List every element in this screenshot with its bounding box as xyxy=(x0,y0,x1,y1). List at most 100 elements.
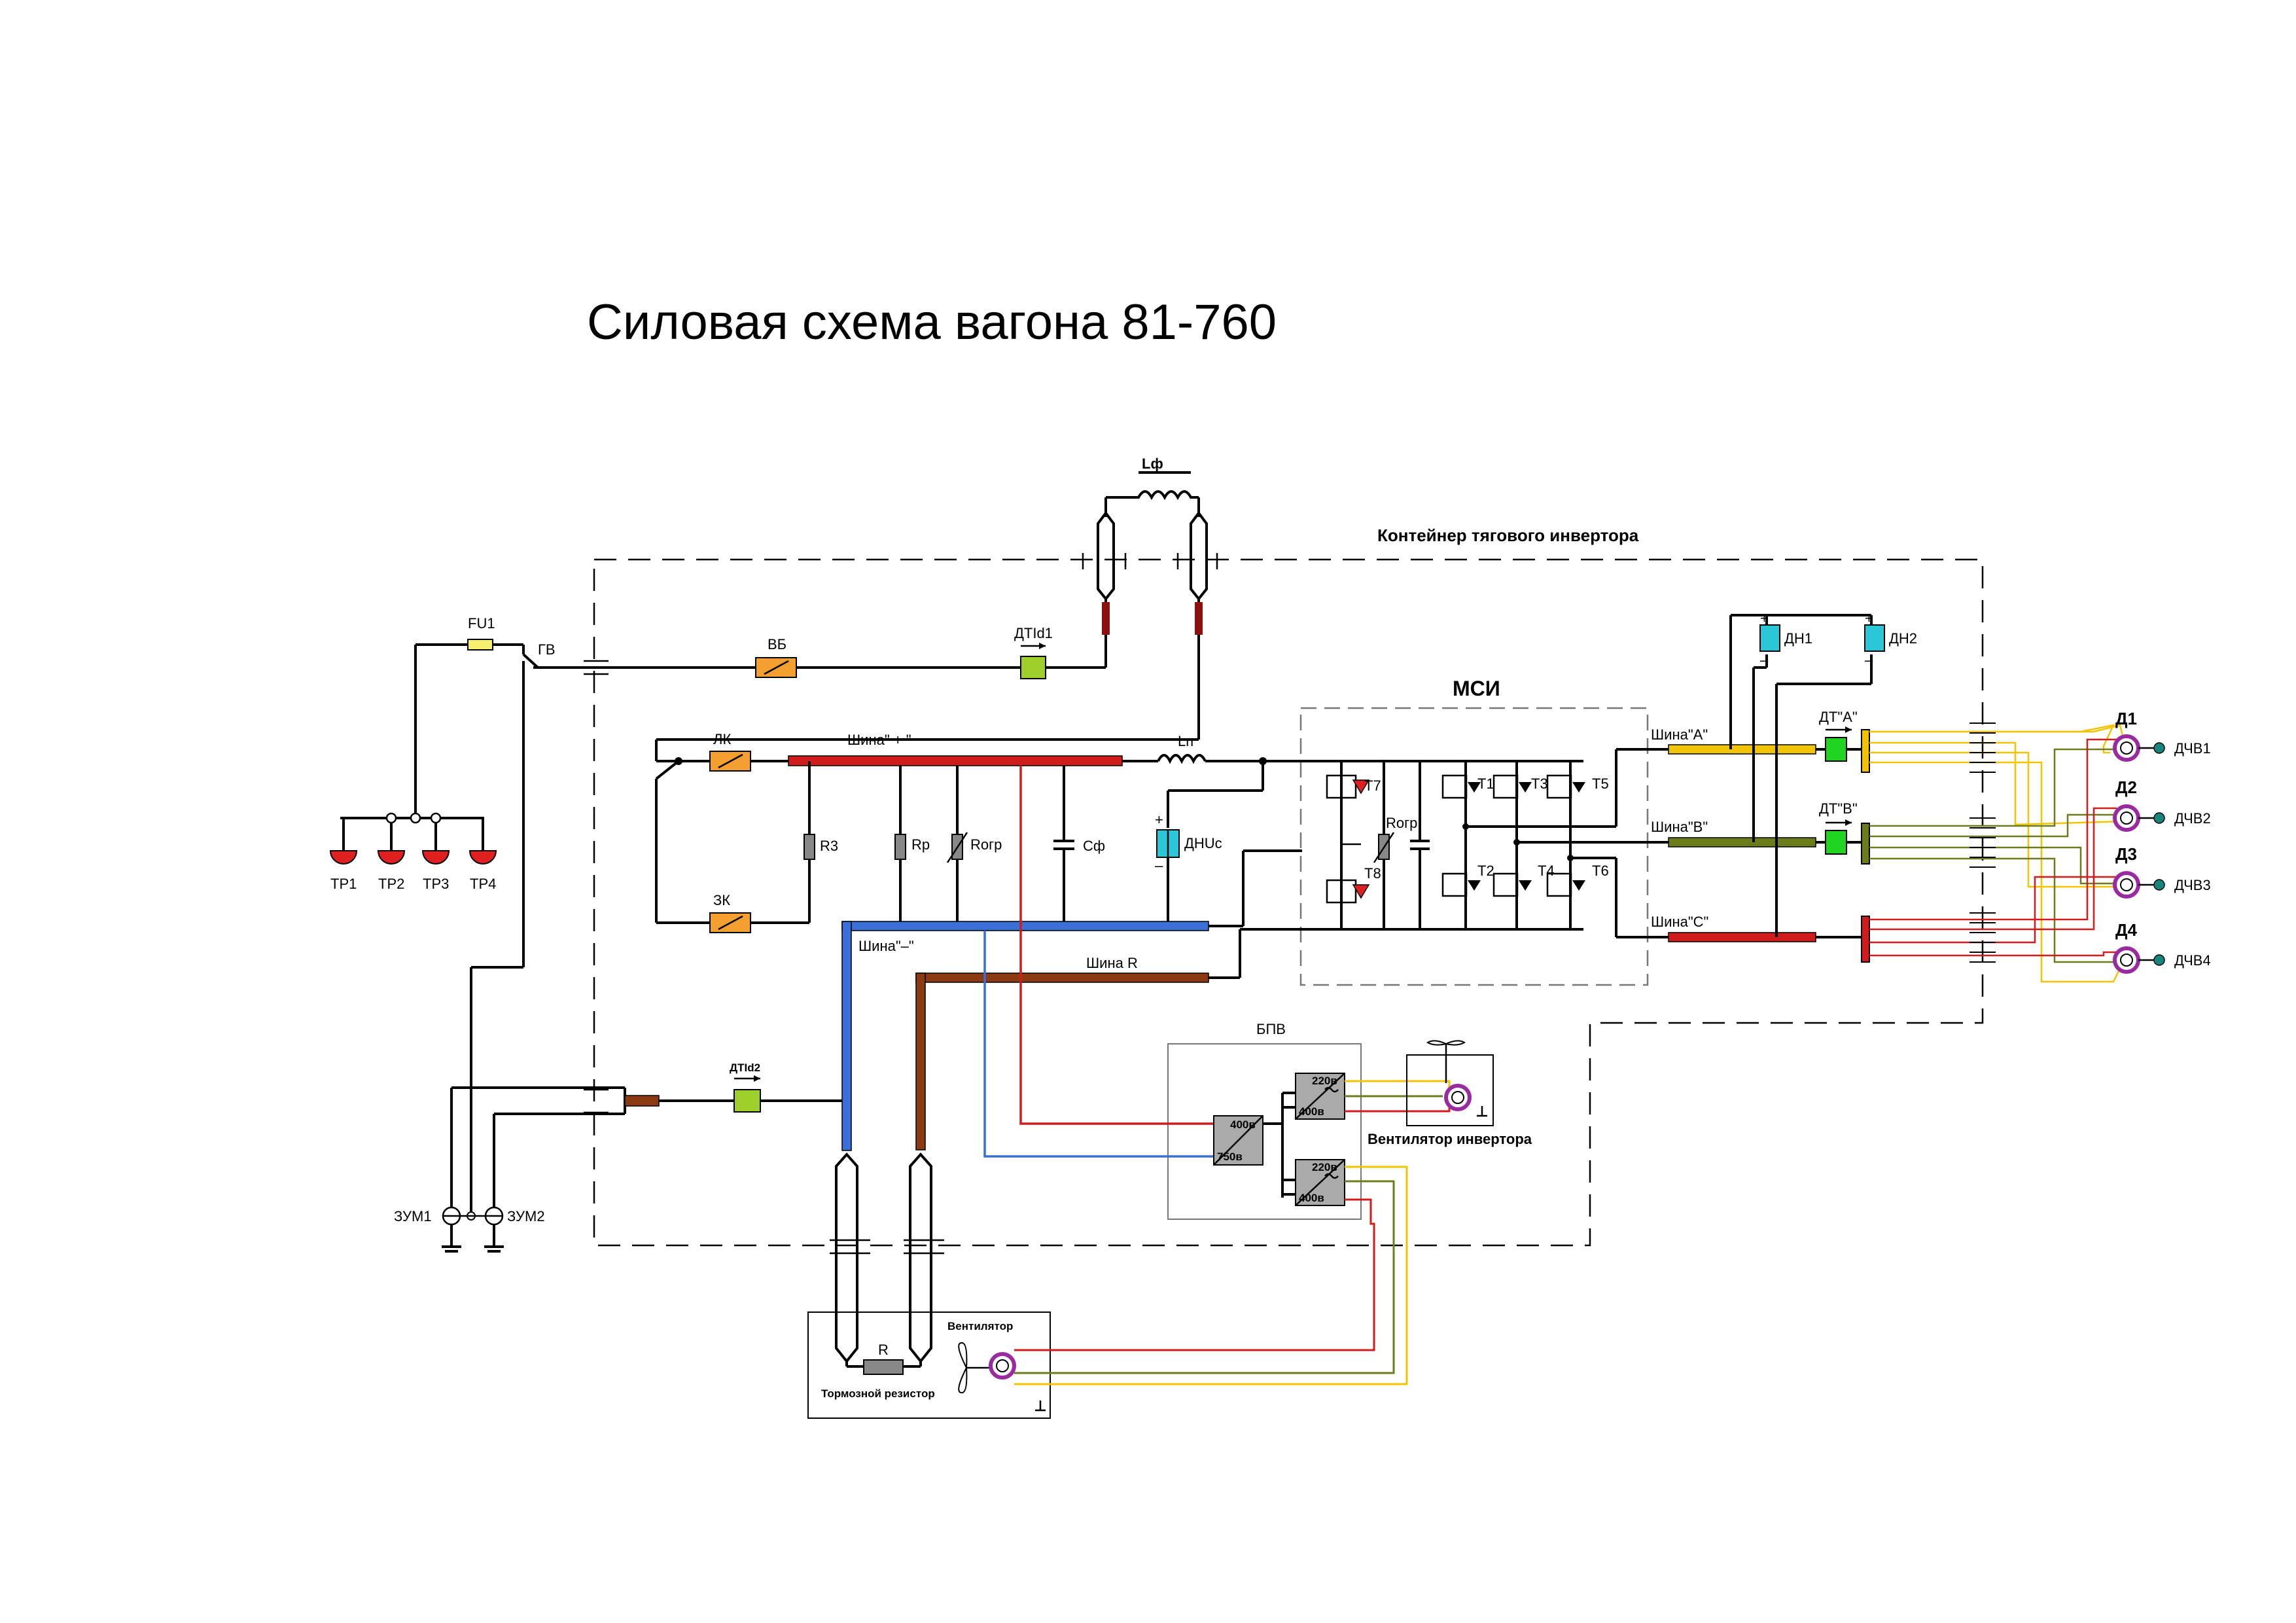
label-fan: Вентилятор xyxy=(947,1320,1013,1332)
label-t7: Т7 xyxy=(1364,777,1381,794)
brake-fan-icon xyxy=(958,1342,1046,1412)
label-d1: Д1 xyxy=(2115,709,2137,728)
label-dnuc: ДНUc xyxy=(1184,835,1222,851)
speed-sensor-dchv3 xyxy=(2153,879,2165,891)
label-rogr: Rогр xyxy=(970,836,1002,853)
label-v400b: 400в xyxy=(1299,1192,1324,1204)
distribution-block-a xyxy=(1861,729,1870,773)
label-v220a: 220в xyxy=(1312,1075,1337,1087)
label-dh1: ДН1 xyxy=(1784,630,1812,647)
label-dt-a: ДТ"А" xyxy=(1819,709,1858,725)
label-t5: Т5 xyxy=(1592,776,1609,792)
label-r-brake: R xyxy=(878,1342,889,1358)
collector-tr3 xyxy=(421,818,450,865)
collector-tr4 xyxy=(468,818,497,865)
label-bus-c: Шина"С" xyxy=(1651,914,1708,930)
label-bus-a: Шина"А" xyxy=(1651,726,1708,743)
bus-phase-b xyxy=(1668,837,1816,847)
motor-d1 xyxy=(2113,734,2165,762)
label-rogr2: Rогр xyxy=(1386,815,1417,831)
label-dchv4: ДЧВ4 xyxy=(2174,952,2211,969)
motor-d2 xyxy=(2113,804,2165,832)
wall-passthrough-top xyxy=(584,660,609,675)
label-vb: ВБ xyxy=(768,636,786,652)
motor-feeders xyxy=(1869,722,2125,983)
label-bpv: БПВ xyxy=(1256,1021,1286,1037)
motor-d4 xyxy=(2113,946,2165,974)
msi-label: МСИ xyxy=(1453,677,1500,700)
bpv-box xyxy=(1167,1043,1362,1220)
collector-tr2 xyxy=(377,818,406,865)
label-t3: Т3 xyxy=(1531,776,1548,792)
label-lk: ЛК xyxy=(713,731,731,747)
current-sensor-dt-a xyxy=(1825,737,1847,762)
label-dh2: ДН2 xyxy=(1889,630,1917,647)
label-r3: R3 xyxy=(820,838,838,854)
bus-phase-c xyxy=(1668,932,1816,942)
label-dtid1: ДТId1 xyxy=(1014,625,1053,641)
bus-r-vertical xyxy=(915,972,926,1150)
label-t8: Т8 xyxy=(1364,865,1381,882)
inverter-fan-icon xyxy=(1426,1040,1487,1117)
label-d4: Д4 xyxy=(2115,920,2138,940)
speed-sensor-dchv4 xyxy=(2153,954,2165,966)
dnuc-plus: + xyxy=(1155,812,1163,828)
bpv-wiring xyxy=(983,766,1296,1198)
bus-r xyxy=(915,972,1209,983)
label-bus-plus: Шина" + " xyxy=(847,732,911,748)
label-d3: Д3 xyxy=(2115,844,2137,864)
dh1-minus: – xyxy=(1760,652,1769,668)
label-cf: Сф xyxy=(1083,838,1105,854)
brake-resistor-box xyxy=(807,1311,1051,1419)
label-dtid2: ДТId2 xyxy=(730,1061,760,1074)
cable-termination-dtid2 xyxy=(624,1095,660,1107)
distribution-block-c xyxy=(1861,916,1870,963)
inverter-leg-a xyxy=(1441,761,1481,929)
msi-box xyxy=(1299,707,1649,986)
label-brake-resistor: Тормозной резистор xyxy=(821,1387,935,1400)
label-inverter-fan: Вентилятор инвертора xyxy=(1368,1131,1532,1147)
label-dt-b: ДТ"В" xyxy=(1819,800,1858,817)
container-label: Контейнер тягового инвертора xyxy=(1377,526,1639,545)
resistor-r3 xyxy=(804,834,815,860)
main-switch-gv xyxy=(470,645,1106,1217)
dnuc-minus: – xyxy=(1155,857,1163,874)
inverter-msi xyxy=(1326,761,1626,929)
label-d2: Д2 xyxy=(2115,777,2137,797)
current-sensor-dt-b xyxy=(1825,830,1847,855)
label-zk: ЗК xyxy=(713,892,730,908)
sensor-dtid2 xyxy=(733,1089,761,1113)
label-gv: ГВ xyxy=(538,641,556,658)
converter-400-750 xyxy=(1213,1115,1263,1166)
converter-220-400-top xyxy=(1295,1073,1345,1120)
motor-d3 xyxy=(2113,871,2165,899)
label-bus-r: Шина R xyxy=(1086,955,1138,971)
voltage-sensors-dh xyxy=(1729,614,1873,937)
voltage-sensor-dh2 xyxy=(1864,624,1885,652)
label-bus-b: Шина"В" xyxy=(1651,819,1708,835)
bus-phase-a xyxy=(1668,744,1816,755)
bus-minus-vertical xyxy=(841,921,852,1151)
label-ln: Lп xyxy=(1178,733,1193,749)
collector-tr1 xyxy=(329,818,358,865)
dh2-minus: – xyxy=(1865,652,1873,668)
fuse-fu1 xyxy=(467,639,493,651)
label-zum2: ЗУМ2 xyxy=(507,1208,545,1224)
speed-sensor-dchv1 xyxy=(2153,742,2165,754)
label-tr4: ТР4 xyxy=(470,876,496,892)
switch-zk xyxy=(709,912,751,933)
dh1-plus: + xyxy=(1760,610,1769,626)
inverter-fan-box xyxy=(1406,1054,1494,1126)
distribution-block-b xyxy=(1861,823,1870,865)
label-t2: Т2 xyxy=(1477,863,1494,879)
label-rp: Rр xyxy=(911,836,930,853)
sensor-dtid1 xyxy=(1020,656,1046,679)
ground-return xyxy=(442,1086,842,1253)
bus-minus xyxy=(841,921,1209,931)
label-dchv2: ДЧВ2 xyxy=(2174,810,2211,827)
label-dchv1: ДЧВ1 xyxy=(2174,740,2211,757)
converter-220-400-bottom xyxy=(1295,1159,1345,1206)
brake-resistor-cables xyxy=(830,1152,944,1368)
label-tr1: ТР1 xyxy=(330,876,357,892)
label-v220b: 220в xyxy=(1312,1161,1337,1173)
